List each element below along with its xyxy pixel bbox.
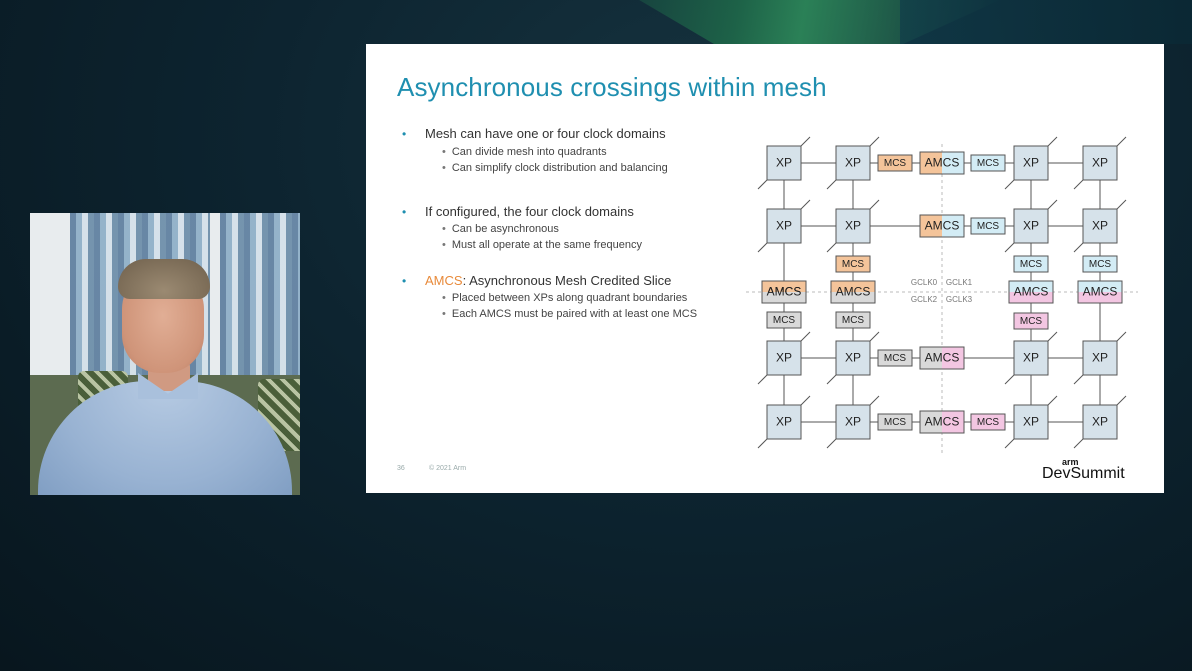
xp-node xyxy=(766,340,802,376)
xp-node xyxy=(1013,404,1049,440)
sub-bullet: •Placed between XPs along quadrant bound… xyxy=(442,292,688,304)
video-wall-gap xyxy=(210,213,220,495)
mcs-block xyxy=(877,349,913,367)
mcs-block xyxy=(766,311,802,329)
sub-bullet: •Each AMCS must be paired with at least … xyxy=(442,308,698,320)
bullet-dot: • xyxy=(402,205,407,219)
bullet-text: If configured, the four clock domains xyxy=(425,204,634,219)
sub-bullet: •Can divide mesh into quadrants xyxy=(442,146,607,158)
xp-node xyxy=(835,145,871,181)
mcs-block xyxy=(970,413,1006,431)
xp-node xyxy=(1082,340,1118,376)
xp-node xyxy=(1013,145,1049,181)
arm-logo-text: arm xyxy=(1062,457,1079,467)
devsummit-logo: arm DevSummit xyxy=(1042,457,1132,485)
mcs-block xyxy=(877,413,913,431)
xp-node xyxy=(1082,208,1118,244)
devsummit-logo-text: DevSummit xyxy=(1042,465,1125,482)
mcs-block xyxy=(835,255,871,273)
xp-node xyxy=(1082,145,1118,181)
xp-node xyxy=(835,404,871,440)
bullet-text: Mesh can have one or four clock domains xyxy=(425,126,666,141)
mcs-block xyxy=(1013,255,1049,273)
mcs-block xyxy=(877,154,913,172)
xp-node xyxy=(835,340,871,376)
xp-node xyxy=(766,145,802,181)
mcs-block xyxy=(970,154,1006,172)
sub-bullet: •Can simplify clock distribution and bal… xyxy=(442,162,668,174)
mcs-block xyxy=(970,217,1006,235)
mcs-block xyxy=(1082,255,1118,273)
xp-node xyxy=(1082,404,1118,440)
amcs-highlight: AMCS xyxy=(425,273,463,288)
background-accent-right xyxy=(900,0,1192,44)
xp-node xyxy=(1013,340,1049,376)
xp-node xyxy=(835,208,871,244)
xp-node xyxy=(766,208,802,244)
slide-title: Asynchronous crossings within mesh xyxy=(397,72,827,102)
mcs-block xyxy=(835,311,871,329)
bullet-dot: • xyxy=(402,274,407,288)
bullet-dot: • xyxy=(402,127,407,141)
sub-bullet: •Must all operate at the same frequency xyxy=(442,239,643,251)
sub-bullet: •Can be asynchronous xyxy=(442,223,559,235)
slide-page-number: 36 xyxy=(397,465,405,472)
mcs-block xyxy=(1013,312,1049,330)
xp-node xyxy=(766,404,802,440)
bullet-text: AMCS: Asynchronous Mesh Credited Slice xyxy=(425,273,672,288)
slide-copyright: © 2021 Arm xyxy=(429,465,467,472)
speaker-video xyxy=(30,213,300,495)
video-speaker-hair xyxy=(118,259,210,299)
xp-node xyxy=(1013,208,1049,244)
